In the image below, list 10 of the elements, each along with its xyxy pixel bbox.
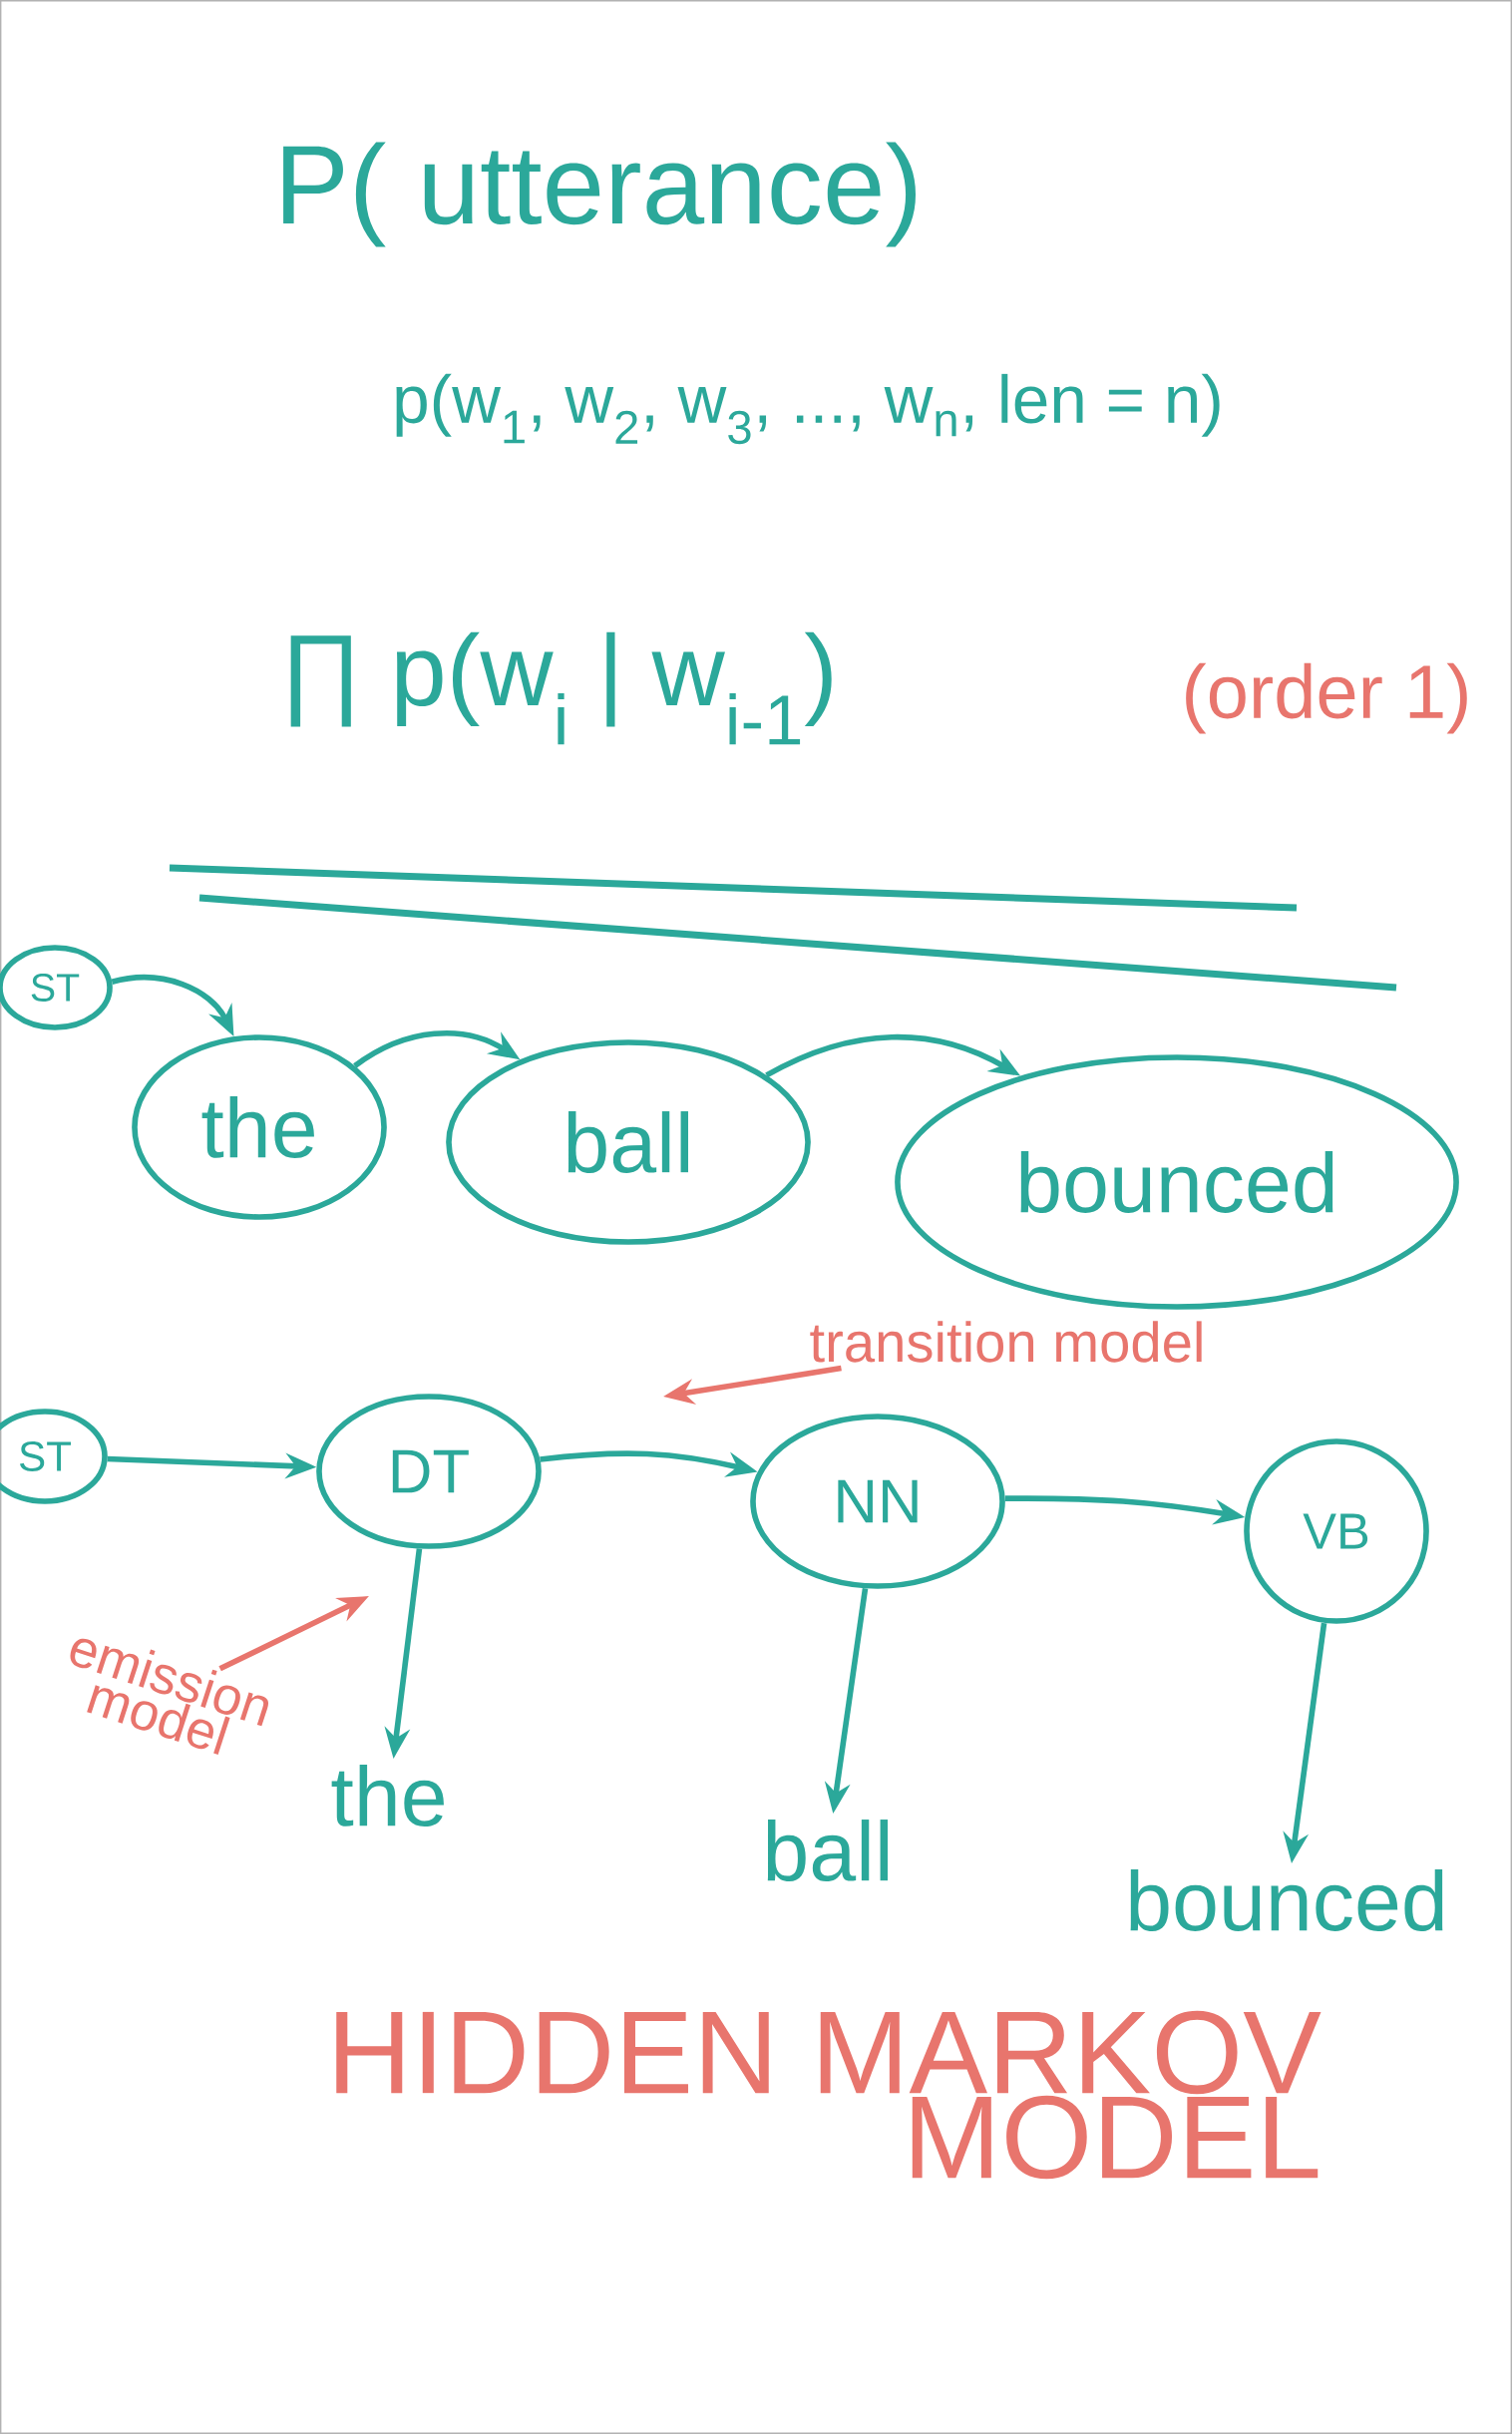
word-text: ball — [767, 1820, 888, 1881]
annotation-text: emission model — [70, 1638, 268, 1755]
word-text: bounced — [1130, 1869, 1443, 1931]
note-text: (order 1) — [1186, 662, 1467, 734]
formula-text: P( utterance) — [283, 142, 916, 247]
annotation-text: transition model — [810, 1321, 1202, 1363]
heading-text: HIDDEN MARKOV MODEL — [336, 2010, 1322, 2180]
formula-text: ∏ p(w$_{i}$ | w$_{i-1}$) — [290, 631, 832, 745]
word-text: the — [331, 1765, 444, 1826]
formula-text: p(w$_{1}$, w$_{2}$, w$_{3}$, ..., w$_{n}$, len = n) — [396, 373, 1220, 445]
